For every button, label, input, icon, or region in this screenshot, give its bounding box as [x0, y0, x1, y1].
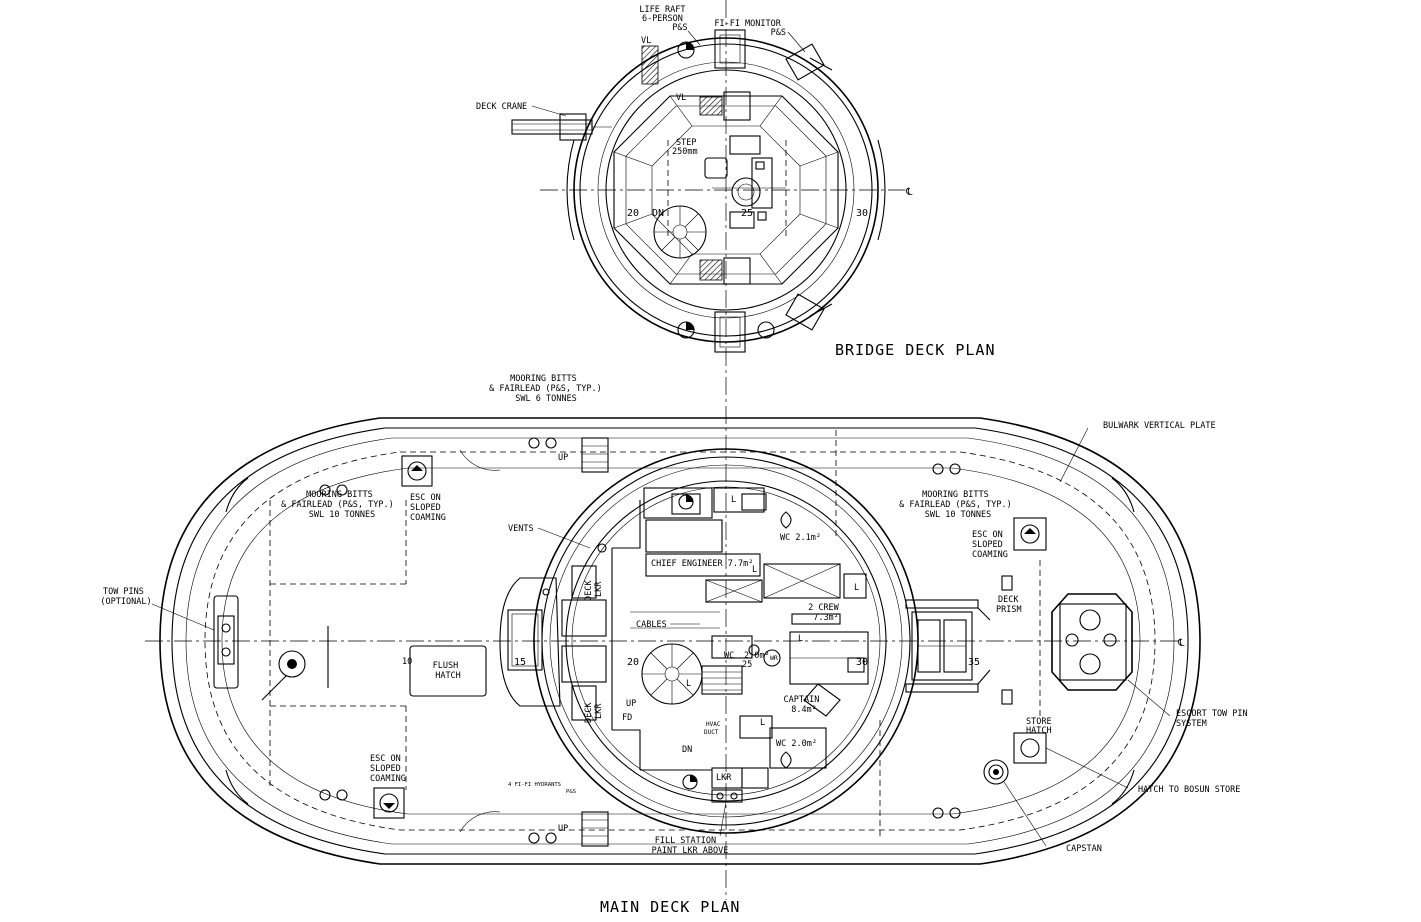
wc-mid-label: WC 2.0m² 25 — [724, 651, 775, 670]
esc-bottom-left-label: ESC ON SLOPED COAMING — [370, 754, 406, 784]
bridge-outer-ring — [573, 37, 879, 343]
main-frame-35: 35 — [968, 657, 980, 668]
esc-right-label: ESC ON SLOPED COAMING — [972, 530, 1008, 560]
deck-lkr-bottom-label: DECK LKR — [584, 697, 604, 723]
main-frame-30: 30 — [856, 657, 868, 668]
l-mark-6: L — [686, 679, 691, 689]
main-centerline-symbol: ℄ — [1177, 638, 1185, 649]
bridge-vl-label-1: VL — [641, 36, 651, 46]
deck-lkr-top-label: DECK LKR — [584, 575, 604, 601]
stern-winch — [278, 650, 306, 678]
capstan-label: CAPSTAN — [1066, 844, 1102, 854]
mooring-right-label: MOORING BITTS & FAIRLEAD (P&S, TYP.) SWL… — [899, 490, 1017, 520]
flush-hatch-label: FLUSH HATCH — [433, 661, 464, 681]
l-mark-4: L — [798, 634, 803, 644]
up-stair-label: UP — [626, 699, 636, 709]
wc-bottom-label: WC 2.0m² — [776, 739, 817, 749]
lkr-label: LKR — [716, 773, 732, 783]
deck-locker-bottom — [571, 685, 597, 721]
main-deck-plan-title: MAIN DECK PLAN — [600, 898, 740, 916]
main-frame-20: 20 — [627, 657, 639, 668]
vl-ladder-port — [641, 45, 659, 85]
deck-locker-top — [571, 565, 597, 599]
store-hatch-label: STORE HATCH — [1026, 717, 1057, 736]
bridge-deck-plan-title: BRIDGE DECK PLAN — [835, 341, 996, 359]
dn-stair-label: DN — [682, 745, 692, 755]
wr-label: WR — [770, 654, 778, 662]
l-mark-2: L — [752, 565, 757, 575]
aft-deckhouse-module — [499, 577, 561, 707]
bridge-ladder-bottom — [699, 259, 723, 281]
deck-prism-lower — [1001, 689, 1013, 705]
bridge-spiral-stair — [653, 205, 707, 259]
bridge-frame-25: 25 — [741, 208, 753, 219]
esc-top-left-label: ESC ON SLOPED COAMING — [410, 493, 446, 523]
mooring-bitts — [319, 437, 961, 844]
hatch-bosun-label: HATCH TO BOSUN STORE — [1138, 785, 1240, 795]
l-mark-3: L — [854, 583, 859, 593]
fifi-monitor-top — [785, 43, 833, 81]
main-deck-plan: FLUSH HATCH — [100, 374, 1253, 916]
l-mark-5: L — [760, 718, 765, 728]
fd-label: FD — [622, 713, 632, 723]
hvac-label: HVAC DUCT — [704, 721, 724, 736]
cables-label: CABLES — [636, 620, 667, 630]
l-mark-1: L — [731, 495, 736, 505]
bridge-dn-label: DN — [652, 208, 664, 219]
ladder-bottom — [581, 811, 609, 847]
bridge-centerline-symbol: ℄ — [905, 187, 913, 198]
bridge-frame-30: 30 — [856, 208, 868, 219]
escort-label: ESCORT TOW PIN SYSTEM — [1176, 709, 1253, 729]
esc-hatch-right — [1013, 517, 1047, 551]
bulwark-label: BULWARK VERTICAL PLATE — [1103, 421, 1216, 431]
hull-outline — [159, 417, 1201, 865]
capstan — [983, 759, 1009, 785]
tow-pins — [213, 595, 239, 689]
deck-prism-upper — [1001, 575, 1013, 591]
ladder-top — [581, 437, 609, 473]
mooring-left-label: MOORING BITTS & FAIRLEAD (P&S, TYP.) SWL… — [281, 490, 399, 520]
up-label-top: UP — [558, 453, 568, 463]
tow-winch — [905, 599, 991, 693]
main-frame-15: 15 — [514, 657, 526, 668]
captain-label: CAPTAIN 8.4m² — [784, 695, 825, 715]
fifi-hydrants-label: 4 FI-FI HYDRANTS P&S — [508, 782, 576, 795]
wc-top-label: WC 2.1m² — [780, 533, 821, 543]
fill-station — [711, 789, 743, 803]
interior-partitions — [611, 487, 869, 789]
bridge-ladder-top — [699, 96, 723, 116]
escort-tow-pin-system — [1051, 593, 1133, 691]
life-raft-top — [714, 29, 746, 69]
bridge-step-label: STEP 250mm — [672, 138, 702, 157]
deck-prism-label: DECK PRISM — [996, 595, 1024, 615]
deck-crane — [511, 113, 612, 141]
life-raft-bottom — [714, 311, 746, 353]
bridge-deck-plan: LIFE RAFT 6-PERSON P&S FI-FI MONITOR P&S… — [476, 5, 996, 359]
tow-pins-label: TOW PINS (OPTIONAL) — [100, 587, 151, 607]
esc-hatch-bottom-left — [373, 787, 405, 819]
store-hatch — [1013, 732, 1047, 764]
mooring-top-label: MOORING BITTS & FAIRLEAD (P&S, TYP.) SWL… — [489, 374, 607, 404]
bridge-vl-label-2: VL — [676, 93, 686, 103]
main-frame-10: 10 — [402, 657, 412, 667]
vents-label: VENTS — [508, 524, 534, 534]
up-label-bottom: UP — [558, 824, 568, 834]
chief-engineer-label: CHIEF ENGINEER 7.7m² — [651, 559, 753, 569]
esc-hatch-top-left — [401, 455, 433, 487]
main-spiral-stair — [641, 643, 703, 705]
bridge-frame-20: 20 — [627, 208, 639, 219]
bridge-deck-crane-label: DECK CRANE — [476, 102, 527, 112]
two-crew-label: 2 CREW 7.3m² — [808, 603, 844, 623]
fifi-monitor-bottom — [785, 293, 833, 331]
bridge-fifi-label: FI-FI MONITOR P&S — [714, 19, 786, 38]
fill-station-label: FILL STATION PAINT LKR ABOVE — [652, 836, 729, 856]
flush-hatch — [409, 645, 487, 697]
bridge-liferaft-label: LIFE RAFT 6-PERSON P&S — [639, 5, 690, 33]
